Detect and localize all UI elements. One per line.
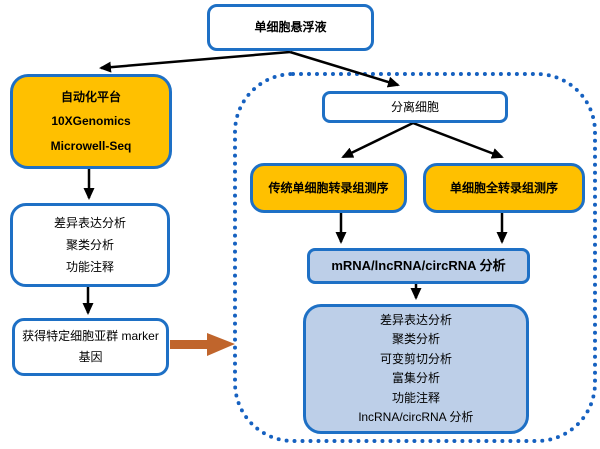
- node-marker-gene: 获得特定细胞亚群 marker 基因: [12, 318, 169, 376]
- node-label: mRNA/lncRNA/circRNA 分析: [331, 258, 506, 274]
- node-left-analysis: 差异表达分析 聚类分析 功能注释: [10, 203, 170, 287]
- node-line: 基因: [78, 350, 103, 364]
- block-arrow-marker-to-group: [170, 333, 235, 356]
- arrow-suspension-to-separate: [289, 50, 400, 88]
- arrow-suspension-to-platform: [99, 50, 291, 73]
- node-rna-analysis: mRNA/lncRNA/circRNA 分析: [307, 248, 530, 284]
- node-label: 传统单细胞转录组测序: [268, 180, 389, 195]
- node-line: lncRNA/circRNA 分析: [358, 410, 474, 424]
- node-traditional-scrna-seq: 传统单细胞转录组测序: [250, 163, 407, 213]
- node-separate-cells: 分离细胞: [322, 91, 508, 123]
- dashed-group-border: [233, 72, 597, 443]
- node-line: 差异表达分析: [53, 216, 126, 230]
- node-whole-transcriptome-seq: 单细胞全转录组测序: [423, 163, 585, 213]
- node-line: 功能注释: [391, 390, 440, 405]
- node-line: 可变剪切分析: [379, 351, 452, 366]
- node-line: 聚类分析: [65, 238, 114, 252]
- node-label: 分离细胞: [390, 99, 439, 114]
- arrow-separate-to-traditional: [341, 121, 414, 159]
- node-line: Microwell-Seq: [50, 138, 132, 153]
- node-line: 10XGenomics: [51, 114, 131, 129]
- node-line: 聚类分析: [391, 332, 440, 346]
- node-single-cell-suspension: 单细胞悬浮液: [207, 4, 374, 51]
- node-label: 单细胞全转录组测序: [449, 180, 558, 195]
- node-line: 功能注释: [65, 260, 114, 274]
- node-label: 单细胞悬浮液: [254, 20, 327, 35]
- node-line: 获得特定细胞亚群 marker: [22, 329, 159, 343]
- arrow-separate-to-whole: [412, 121, 504, 159]
- node-automation-platform: 自动化平台 10XGenomics Microwell-Seq: [10, 74, 172, 169]
- node-line: 自动化平台: [60, 90, 121, 105]
- node-line: 差异表达分析: [379, 312, 452, 327]
- node-line: 富集分析: [391, 371, 440, 385]
- node-downstream-analysis: 差异表达分析 聚类分析 可变剪切分析 富集分析 功能注释 lncRNA/circ…: [303, 304, 529, 434]
